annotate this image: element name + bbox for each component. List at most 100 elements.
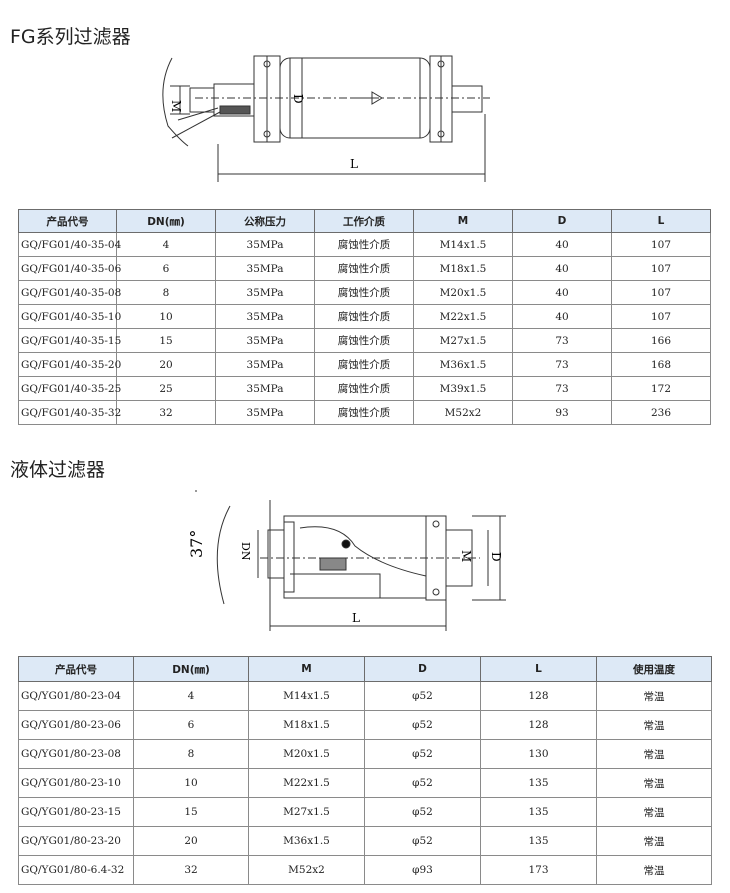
table-cell: 腐蚀性介质 (314, 400, 414, 425)
table-cell: 常温 (596, 768, 712, 798)
table-cell: 135 (480, 826, 597, 856)
product-code-cell: GQ/FG01/40-35-06 (18, 256, 121, 281)
table-cell: 腐蚀性介质 (314, 256, 414, 281)
table-cell: 腐蚀性介质 (314, 304, 414, 329)
table-cell: 腐蚀性介质 (314, 328, 414, 353)
header-dn: DN(㎜) (116, 209, 216, 233)
table-cell: 128 (480, 681, 597, 711)
table-cell: M52x2 (413, 400, 513, 425)
table-cell: 172 (611, 376, 711, 401)
liquid-filter-title: 液体过滤器 (10, 459, 106, 481)
table-cell: 15 (116, 328, 216, 353)
header-m: M (248, 656, 365, 682)
table-cell: 107 (611, 256, 711, 281)
table-cell: 15 (133, 797, 249, 827)
table-cell: 腐蚀性介质 (314, 232, 414, 257)
header-medium: 工作介质 (314, 209, 414, 233)
table-cell: 166 (611, 328, 711, 353)
table-header-row: 产品代号 DN(㎜) 公称压力 工作介质 M D L (18, 209, 711, 233)
table-cell: 35MPa (215, 328, 315, 353)
table-cell: 6 (133, 710, 249, 740)
table-cell: 73 (512, 352, 612, 377)
table-cell: 常温 (596, 855, 712, 885)
table-cell: 40 (512, 256, 612, 281)
product-code-cell: GQ/FG01/40-35-15 (18, 328, 121, 353)
product-code-cell: GQ/YG01/80-23-06 (18, 710, 134, 740)
table-cell: 腐蚀性介质 (314, 352, 414, 377)
table-cell: M52x2 (248, 855, 365, 885)
table-cell: 107 (611, 304, 711, 329)
table-cell: 8 (116, 280, 216, 305)
table-cell: 40 (512, 304, 612, 329)
table-cell: M22x1.5 (248, 768, 365, 798)
product-code-cell: GQ/YG01/80-6.4-32 (18, 855, 134, 885)
header-d: D (512, 209, 612, 233)
liquid-d-upper-label: D (489, 552, 503, 562)
table-cell: M14x1.5 (248, 681, 365, 711)
table-cell: M36x1.5 (413, 352, 513, 377)
table-cell: φ52 (364, 768, 481, 798)
header-pressure: 公称压力 (215, 209, 315, 233)
table-cell: 73 (512, 376, 612, 401)
table-header-row: 产品代号 DN(㎜) M D L 使用温度 (18, 656, 712, 682)
table-cell: 40 (512, 280, 612, 305)
table-cell: 常温 (596, 826, 712, 856)
product-code-cell: GQ/FG01/40-35-10 (18, 304, 121, 329)
table-cell: 35MPa (215, 232, 315, 257)
table-cell: 32 (116, 400, 216, 425)
table-cell: 35MPa (215, 400, 315, 425)
product-code-cell: GQ/FG01/40-35-32 (18, 400, 121, 425)
table-cell: φ52 (364, 739, 481, 769)
table-cell: M27x1.5 (413, 328, 513, 353)
table-cell: 236 (611, 400, 711, 425)
table-cell: M18x1.5 (413, 256, 513, 281)
product-code-cell: GQ/FG01/40-35-20 (18, 352, 121, 377)
table-cell: 168 (611, 352, 711, 377)
liquid-filter-drawing: 37° DN M D L (190, 490, 506, 631)
table-cell: 35MPa (215, 376, 315, 401)
table-cell: 常温 (596, 681, 712, 711)
table-cell: 135 (480, 768, 597, 798)
table-cell: 107 (611, 280, 711, 305)
table-cell: M27x1.5 (248, 797, 365, 827)
table-cell: 32 (133, 855, 249, 885)
table-cell: φ52 (364, 797, 481, 827)
fg-spec-table: 产品代号 DN(㎜) 公称压力 工作介质 M D L GQ/FG01/40-35… (18, 209, 711, 425)
header-l: L (480, 656, 597, 682)
table-cell: 35MPa (215, 256, 315, 281)
table-cell: M18x1.5 (248, 710, 365, 740)
table-cell: 35MPa (215, 280, 315, 305)
fg-d-upper-label: D (291, 94, 305, 104)
table-cell: 10 (133, 768, 249, 798)
fg-l-label: L (350, 157, 358, 171)
table-cell: 6 (116, 256, 216, 281)
table-cell: 8 (133, 739, 249, 769)
table-cell: φ52 (364, 681, 481, 711)
product-code-cell: GQ/YG01/80-23-08 (18, 739, 134, 769)
table-cell: M20x1.5 (248, 739, 365, 769)
table-cell: 173 (480, 855, 597, 885)
table-cell: φ93 (364, 855, 481, 885)
product-code-cell: GQ/YG01/80-23-15 (18, 797, 134, 827)
product-code-cell: GQ/FG01/40-35-08 (18, 280, 121, 305)
header-dn: DN(㎜) (133, 656, 249, 682)
product-code-cell: GQ/YG01/80-23-10 (18, 768, 134, 798)
table-cell: 腐蚀性介质 (314, 376, 414, 401)
header-d: D (364, 656, 481, 682)
table-cell: φ52 (364, 826, 481, 856)
table-cell: 20 (116, 352, 216, 377)
table-cell: 130 (480, 739, 597, 769)
